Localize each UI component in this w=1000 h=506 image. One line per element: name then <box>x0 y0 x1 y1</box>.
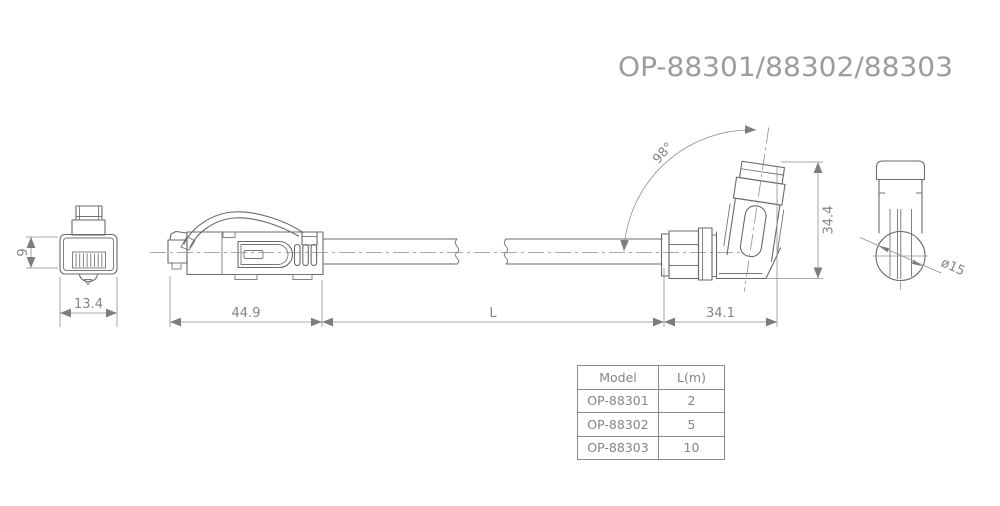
dim-cable-length: L <box>322 268 665 327</box>
cable-segment-left <box>322 238 458 265</box>
end-view-body-sides <box>878 178 923 234</box>
side-view-plug <box>167 211 324 280</box>
drawing-title: OP-88301/88302/88303 <box>618 52 953 83</box>
plug-bottom-tab-left <box>234 274 258 280</box>
connector-ring-small <box>660 233 670 277</box>
end-view-key-slot <box>889 209 912 279</box>
model-length-table: Model L(m) OP-88301 2 OP-88302 5 OP-8830… <box>577 365 725 460</box>
plug-top-tab <box>222 231 236 238</box>
dim-label-connector-height: 34.4 <box>822 206 837 235</box>
dim-front-width: 13.4 <box>59 277 118 327</box>
dim-connector-height: 34.4 <box>767 161 837 279</box>
dim-label-bend-angle: 98° <box>650 140 677 167</box>
dim-label-diameter: ø15 <box>939 256 967 280</box>
table-cell-model: OP-88301 <box>577 388 659 413</box>
dim-bend-angle: 98° <box>620 125 757 252</box>
cable-segment-right <box>505 238 663 265</box>
front-bottom-notch <box>83 279 93 286</box>
plug-tip <box>167 230 188 270</box>
right-angle-connector <box>660 127 786 292</box>
dim-label-plug-length: 44.9 <box>232 306 261 321</box>
dim-label-front-width: 13.4 <box>74 297 103 312</box>
dim-plug-length: 44.9 <box>169 276 323 327</box>
dim-label-cable-length: L <box>489 306 497 321</box>
front-body-outline <box>59 233 118 275</box>
table-header-model: Model <box>577 365 659 390</box>
table-header-row: Model L(m) <box>577 365 725 390</box>
connector-barrel-slot <box>739 205 767 258</box>
cable-break-right <box>503 238 509 265</box>
connector-axis-centerline <box>743 127 770 292</box>
front-neck <box>71 219 106 236</box>
connector-barrel <box>723 127 786 292</box>
table-cell-length: 10 <box>658 435 725 460</box>
dim-front-height: 9 <box>16 236 58 269</box>
connector-ring-large <box>697 227 713 281</box>
table-row: OP-88301 2 <box>577 388 725 413</box>
connector-nut <box>668 230 700 280</box>
table-header-length: L(m) <box>658 365 725 390</box>
table-row: OP-88303 10 <box>577 435 725 460</box>
front-body-inner <box>63 237 114 271</box>
front-contact-block <box>72 251 106 269</box>
table-cell-model: OP-88303 <box>577 435 659 460</box>
end-view-cap <box>875 160 926 181</box>
plug-strain-slots <box>293 243 318 267</box>
table-row: OP-88302 5 <box>577 412 725 437</box>
dim-connector-length: 34.1 <box>664 166 778 327</box>
title-block: OP-88301/88302/88303 <box>618 52 953 83</box>
cable-break-left <box>454 238 460 265</box>
plug-latch-boot <box>180 211 318 251</box>
front-view-rj45 <box>59 205 118 286</box>
table-cell-length: 5 <box>658 412 725 437</box>
table-cell-model: OP-88302 <box>577 412 659 437</box>
end-view-connector: ø15 <box>859 160 967 290</box>
plug-bottom-tab-right <box>292 274 313 280</box>
plug-window <box>237 240 294 269</box>
front-bottom-boss <box>78 273 99 283</box>
dim-label-connector-length: 34.1 <box>706 306 735 321</box>
table-cell-length: 2 <box>658 388 725 413</box>
dim-label-front-height: 9 <box>16 248 31 256</box>
front-latch-tab <box>75 205 103 221</box>
front-contact-pins <box>75 253 103 267</box>
end-view-centerlines <box>873 255 928 290</box>
